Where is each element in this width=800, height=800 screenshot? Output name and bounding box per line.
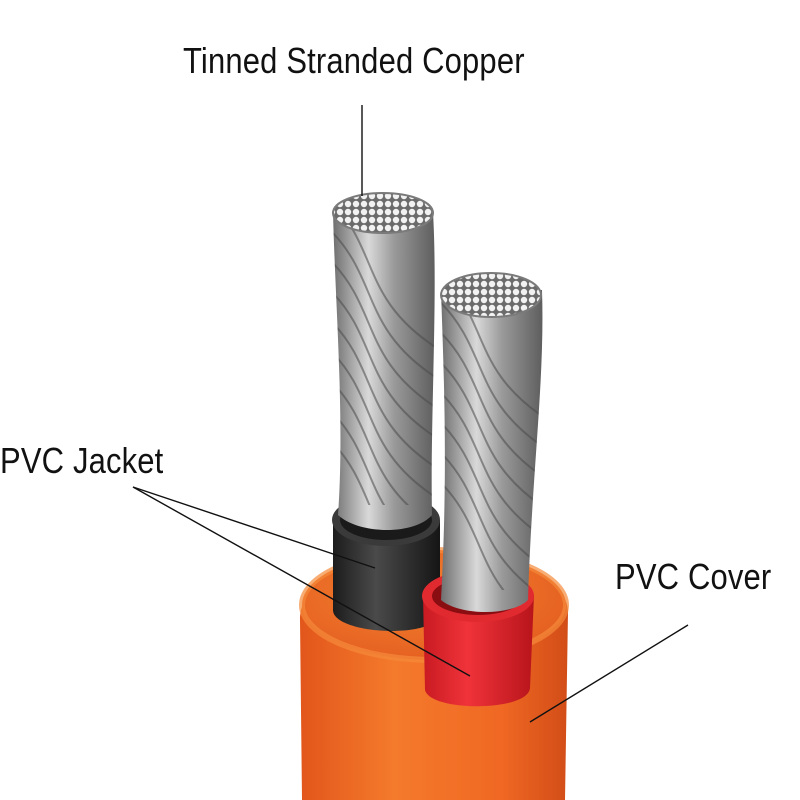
leader-lines xyxy=(132,105,689,723)
cover-leader-line xyxy=(529,624,689,723)
copper-wire-right xyxy=(440,272,543,612)
copper-label: Tinned Stranded Copper xyxy=(183,40,525,81)
jacket-leader-line-black xyxy=(132,486,376,569)
jacket-leader-line-red xyxy=(132,486,471,677)
copper-wire-left xyxy=(332,192,435,530)
jacket-label: PVC Jacket xyxy=(0,440,164,481)
cover-label: PVC Cover xyxy=(615,556,772,597)
